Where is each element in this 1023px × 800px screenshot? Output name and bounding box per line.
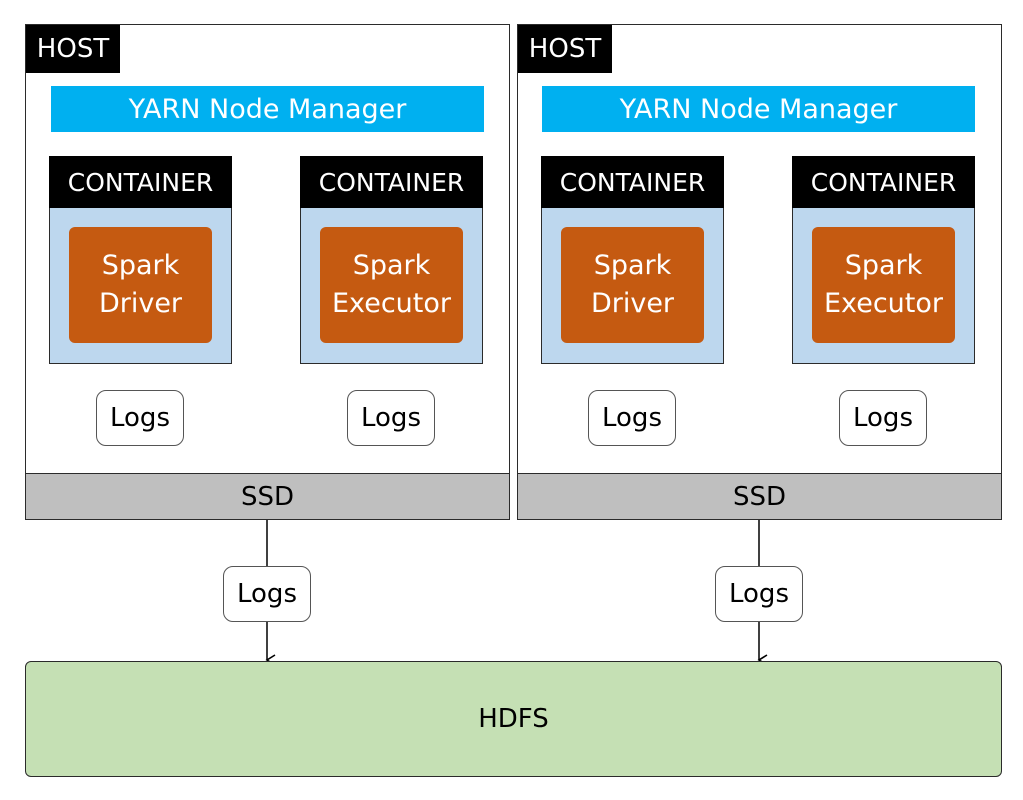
container-label: CONTAINER [49,156,232,208]
host-label: HOST [518,25,612,73]
spark-executor: Spark Executor [320,227,463,343]
logs-box: Logs [347,390,435,446]
spark-label: Spark [844,250,923,281]
ssd-bar: SSD [25,473,510,520]
logs-box: Logs [839,390,927,446]
container-label: CONTAINER [792,156,975,208]
logs-box: Logs [96,390,184,446]
host-label: HOST [26,25,120,73]
container-label: CONTAINER [300,156,483,208]
logs-box: Logs [715,566,803,622]
spark-label: Spark [101,250,180,281]
ssd-bar: SSD [517,473,1002,520]
yarn-node-manager: YARN Node Manager [51,86,484,132]
spark-executor: Spark Executor [812,227,955,343]
spark-role-label: Executor [332,288,451,319]
spark-driver: Spark Driver [69,227,212,343]
container-label: CONTAINER [541,156,724,208]
spark-role-label: Driver [98,288,183,319]
spark-driver: Spark Driver [561,227,704,343]
spark-label: Spark [352,250,431,281]
hdfs-box: HDFS [25,661,1002,777]
logs-box: Logs [223,566,311,622]
spark-label: Spark [593,250,672,281]
logs-box: Logs [588,390,676,446]
spark-role-label: Executor [824,288,943,319]
yarn-node-manager: YARN Node Manager [542,86,975,132]
spark-role-label: Driver [590,288,675,319]
